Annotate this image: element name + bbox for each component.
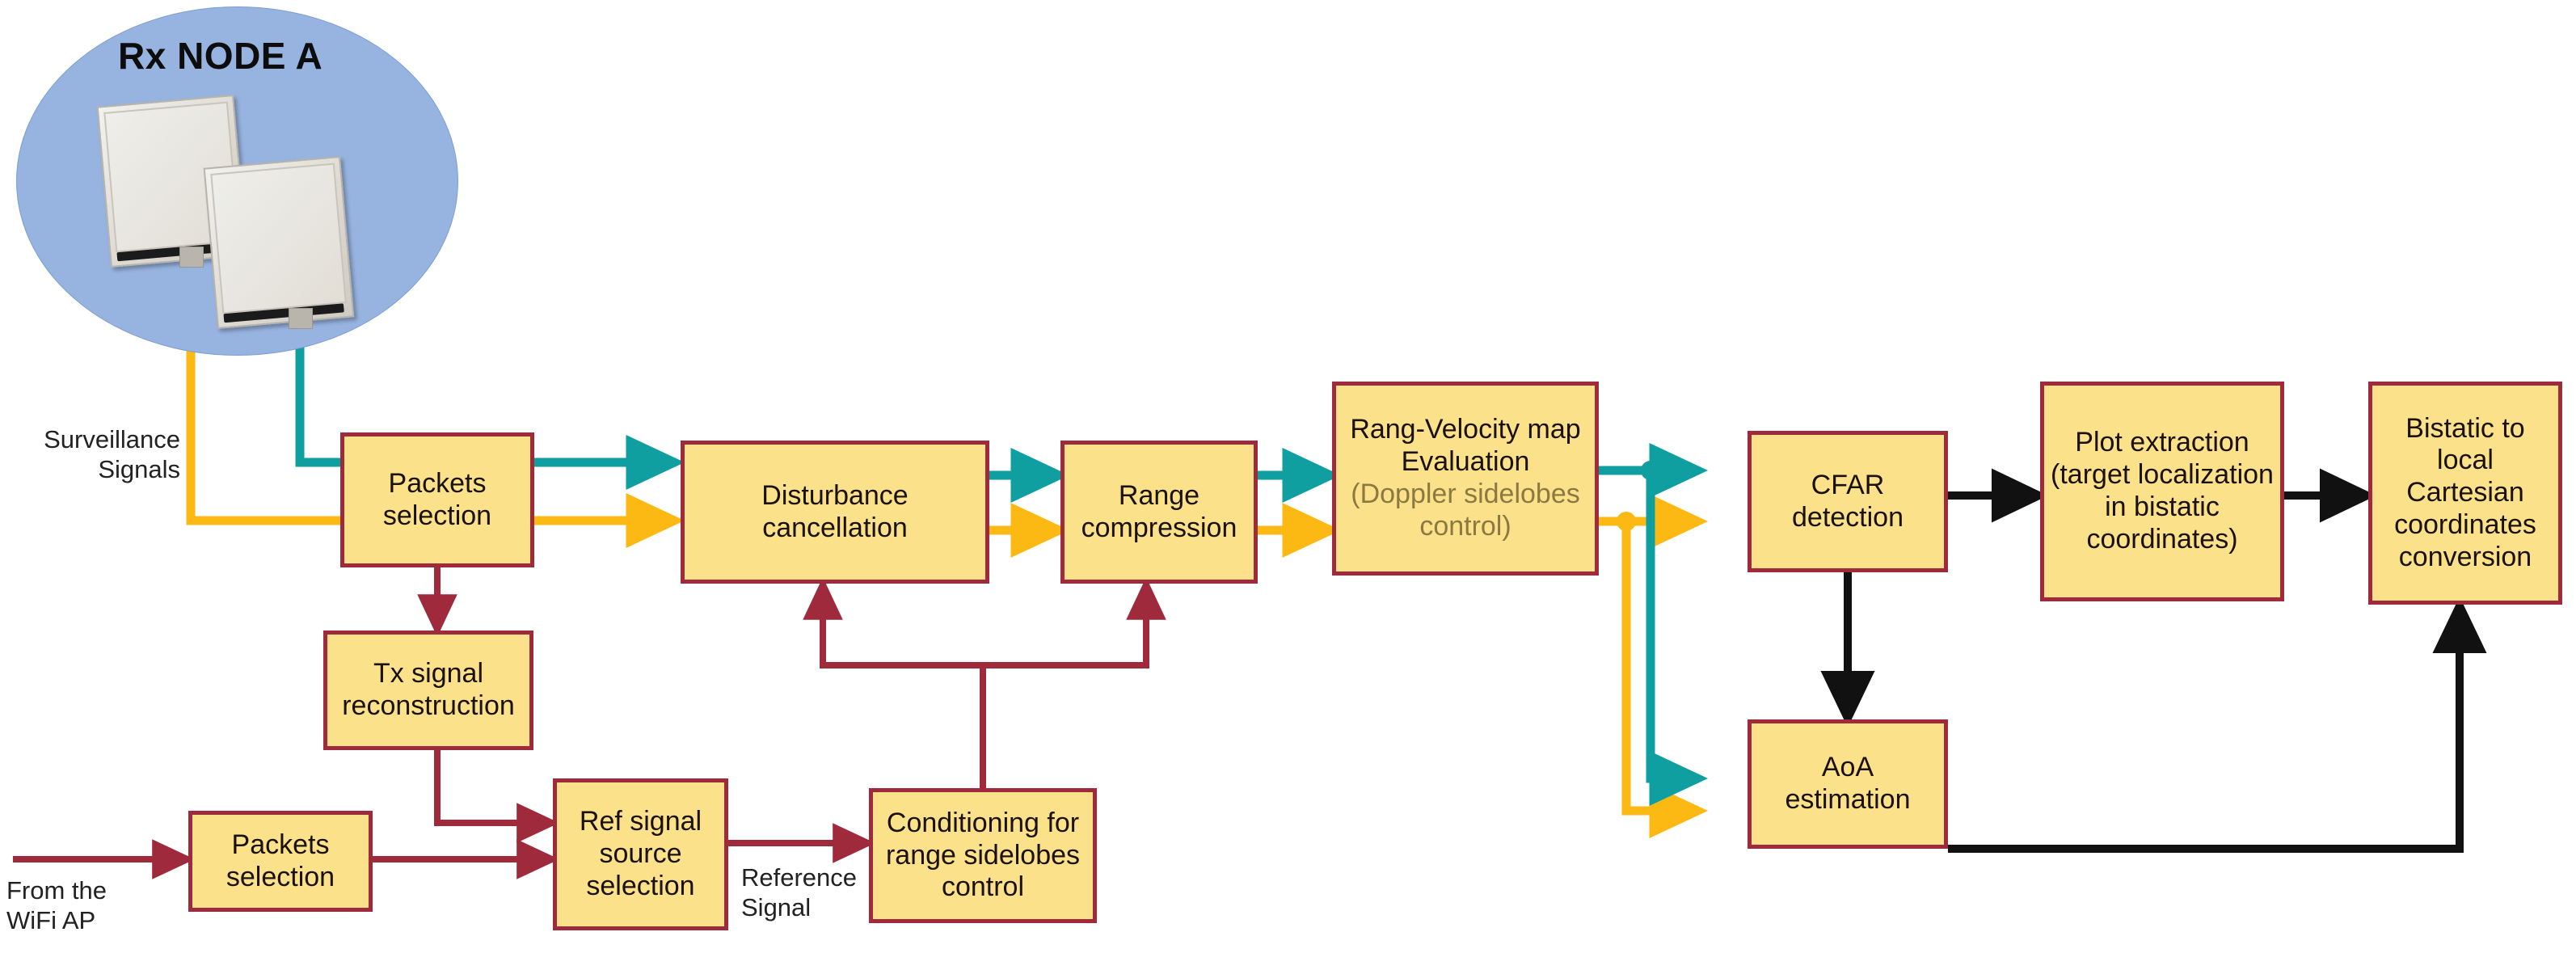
antenna-panel-2	[203, 155, 355, 330]
block-ref-signal-source-selection[interactable]: Ref signal source selection	[553, 778, 728, 930]
block-packets-selection-reference[interactable]: Packets selection	[188, 811, 373, 912]
rx-node-title: Rx NODE A	[118, 35, 323, 77]
block-tx-signal-reconstruction[interactable]: Tx signal reconstruction	[323, 630, 533, 750]
block-packets-selection-surveillance[interactable]: Packets selection	[340, 432, 534, 567]
block-conditioning-range-sidelobes[interactable]: Conditioning for range sidelobes control	[869, 788, 1097, 923]
block-disturbance-cancellation[interactable]: Disturbance cancellation	[681, 441, 989, 584]
block-aoa-estimation[interactable]: AoA estimation	[1748, 719, 1948, 849]
block-range-velocity-map-evaluation[interactable]: Rang-Velocity map Evaluation (Doppler si…	[1332, 382, 1599, 576]
range-velocity-title: Rang-Velocity map Evaluation	[1350, 414, 1581, 478]
range-velocity-subtitle: (Doppler sidelobes control)	[1351, 479, 1580, 542]
antenna-mast-2	[289, 308, 313, 329]
surveillance-signals-label: Surveillance Signals	[44, 425, 180, 483]
antenna-panel-2-face	[210, 162, 347, 314]
block-cfar-detection[interactable]: CFAR detection	[1748, 431, 1948, 572]
from-wifi-ap-label: From the WiFi AP	[6, 876, 108, 934]
block-plot-extraction[interactable]: Plot extraction (target localization in …	[2040, 382, 2284, 601]
antenna-mast-1	[179, 247, 204, 268]
block-bistatic-to-local-cartesian[interactable]: Bistatic to local Cartesian coordinates …	[2368, 382, 2562, 605]
reference-signal-label: Reference Signal	[741, 863, 858, 922]
block-range-compression[interactable]: Range compression	[1060, 441, 1258, 584]
